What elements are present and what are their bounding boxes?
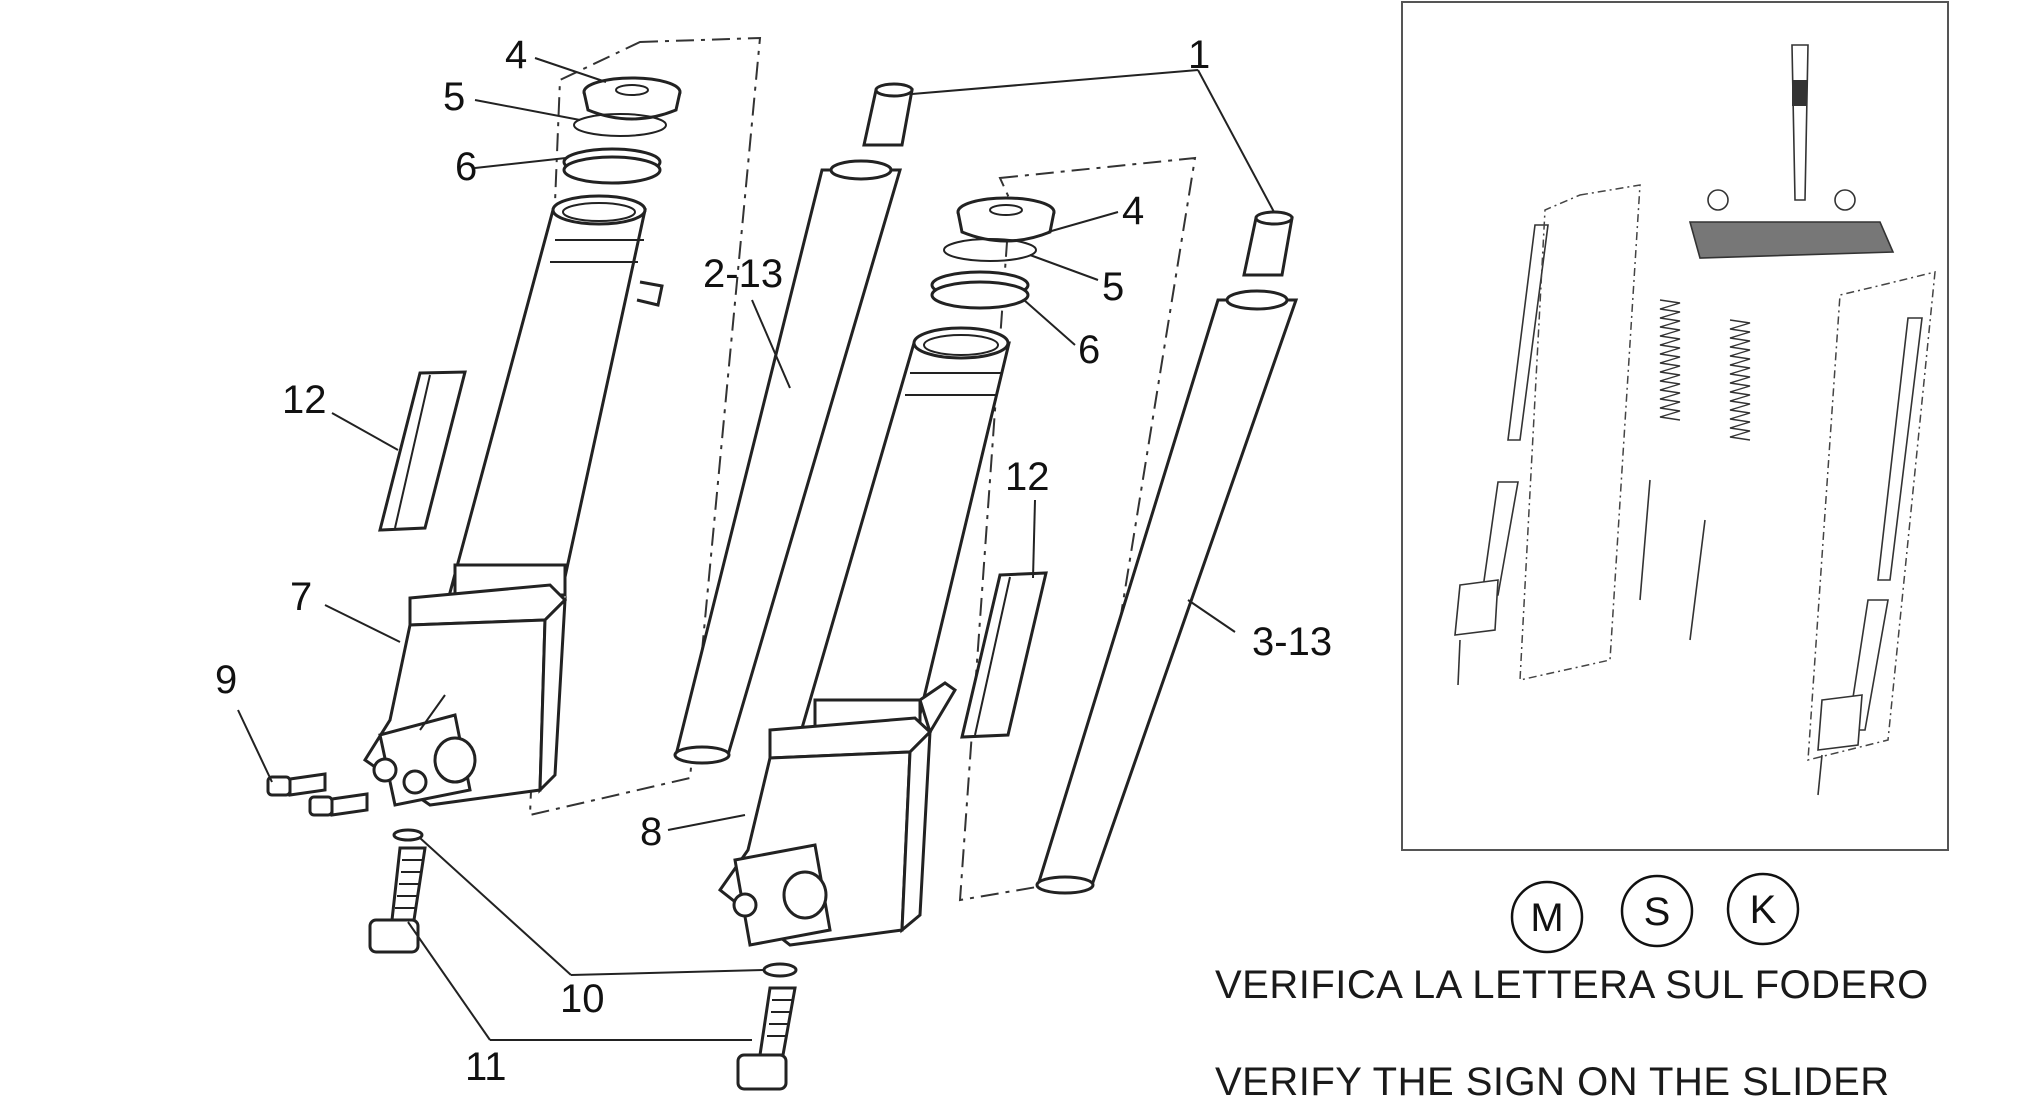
label-part-11: 11 <box>465 1045 507 1089</box>
label-part-4-right: 4 <box>1122 189 1144 233</box>
version-mark-k: K <box>1750 888 1777 932</box>
label-part-2-13: 2-13 <box>703 252 783 296</box>
leader-lines <box>237 57 1275 1041</box>
label-part-1: 1 <box>1188 33 1210 77</box>
label-part-5-left: 5 <box>443 75 465 119</box>
caption-italian: VERIFICA LA LETTERA SUL FODERO <box>1215 963 1929 1007</box>
caption-english: VERIFY THE SIGN ON THE SLIDER <box>1215 1060 1890 1104</box>
label-part-9: 9 <box>215 658 237 702</box>
label-part-6-left: 6 <box>455 145 477 189</box>
version-mark-m-circle <box>1510 880 1584 954</box>
label-part-6-right: 6 <box>1078 328 1100 372</box>
version-mark-s: S <box>1644 890 1671 934</box>
label-part-4-left: 4 <box>505 33 527 77</box>
version-mark-group: M S K <box>1510 872 1800 954</box>
version-mark-k-circle <box>1726 872 1800 946</box>
inner-tube-3-13 <box>1035 210 1299 895</box>
bolt-9-pair <box>266 772 369 817</box>
label-part-12-right: 12 <box>1005 455 1050 499</box>
version-mark-m: M <box>1530 896 1563 940</box>
label-part-5-right: 5 <box>1102 265 1124 309</box>
washers-and-bolts-10-11 <box>368 828 798 1091</box>
label-part-8: 8 <box>640 810 662 854</box>
left-fork-leg <box>362 36 762 817</box>
label-part-3-13: 3-13 <box>1252 620 1332 664</box>
label-part-12-left: 12 <box>282 378 327 422</box>
inner-tube-2-13 <box>673 82 914 765</box>
label-part-10: 10 <box>560 977 605 1021</box>
version-mark-s-circle <box>1620 874 1694 948</box>
overview-inset <box>1401 1 1949 851</box>
label-part-7: 7 <box>290 575 312 619</box>
right-fork-leg <box>717 156 1197 947</box>
